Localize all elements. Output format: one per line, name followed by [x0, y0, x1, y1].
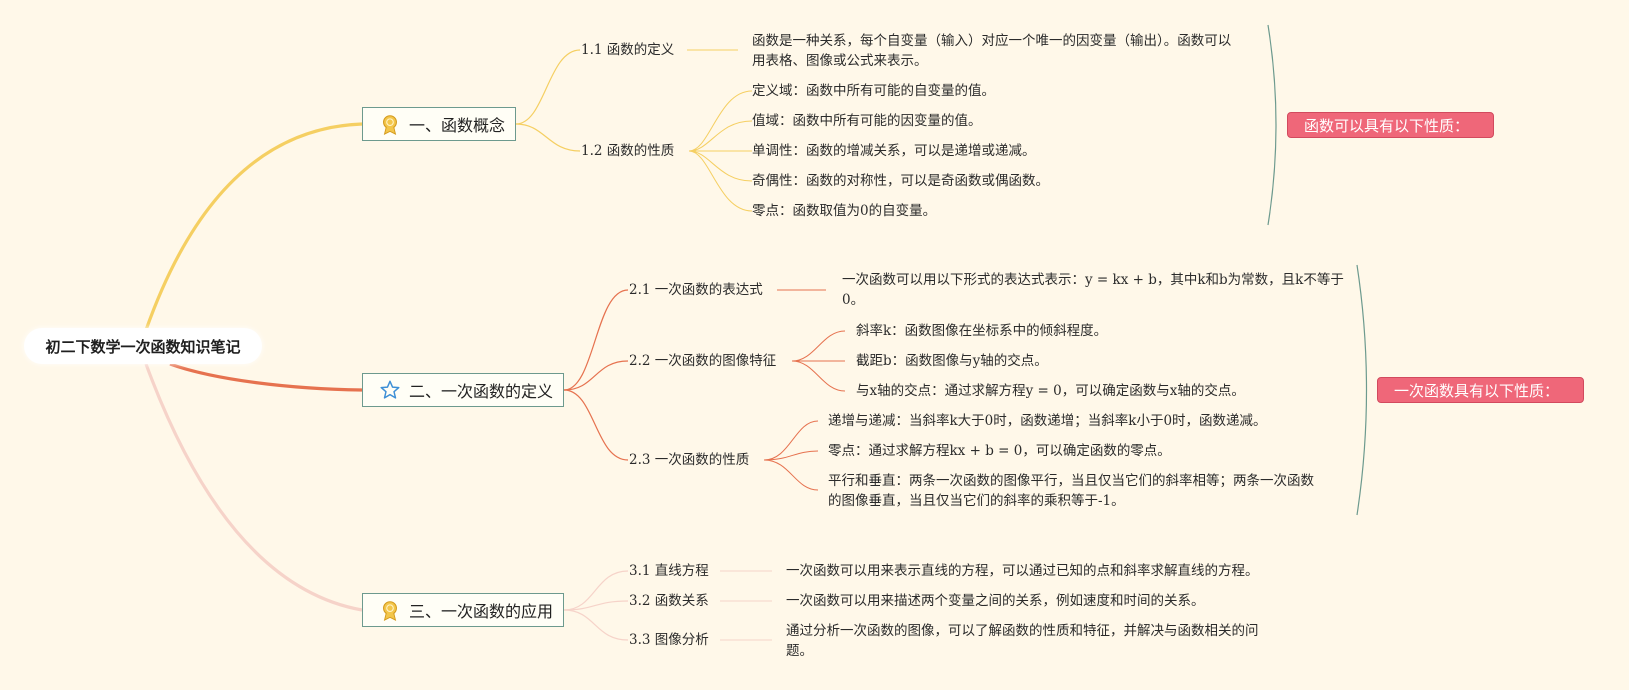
connector-b2-c3-notes	[763, 420, 819, 491]
note-2-1-1[interactable]: 一次函数可以用以下形式的表达式表示：y = kx + b，其中k和b为常数，且k…	[842, 272, 1344, 308]
subtopic-2-2[interactable]: 2.2 一次函数的图像特征	[629, 353, 777, 369]
branch-function-concept[interactable]: 一、函数概念	[362, 107, 516, 141]
note-3-1-1[interactable]: 一次函数可以用来表示直线的方程，可以通过已知的点和斜率求解直线的方程。	[786, 563, 1259, 579]
root-topic[interactable]: 初二下数学一次函数知识笔记	[24, 328, 262, 364]
connector-b1-c2	[515, 123, 581, 152]
connector-b2-c2-notes	[791, 330, 846, 392]
medal-icon	[379, 599, 401, 621]
subtopic-3-3[interactable]: 3.3 图像分析	[629, 632, 709, 648]
summary-linear-properties[interactable]: 一次函数具有以下性质：	[1377, 377, 1584, 403]
connector-b1-c2-notes	[688, 90, 753, 212]
subtopic-1-1[interactable]: 1.1 函数的定义	[581, 42, 675, 58]
connector-root-branch1	[144, 122, 363, 331]
subtopic-2-3[interactable]: 2.3 一次函数的性质	[629, 452, 750, 468]
note-2-3-2[interactable]: 零点：通过求解方程kx + b = 0，可以确定函数的零点。	[828, 443, 1171, 459]
subtopic-3-1[interactable]: 3.1 直线方程	[629, 563, 709, 579]
subtopic-2-1[interactable]: 2.1 一次函数的表达式	[629, 282, 763, 298]
connector-b2-c2	[563, 360, 629, 391]
summary-bracket-2	[1356, 264, 1368, 516]
note-2-2-1[interactable]: 斜率k：函数图像在坐标系中的倾斜程度。	[856, 323, 1108, 339]
note-2-2-3[interactable]: 与x轴的交点：通过求解方程y = 0，可以确定函数与x轴的交点。	[856, 383, 1245, 399]
summary-function-properties[interactable]: 函数可以具有以下性质：	[1287, 112, 1494, 138]
subtopic-1-2[interactable]: 1.2 函数的性质	[581, 143, 675, 159]
connector-b2-c3	[563, 389, 629, 461]
note-1-2-5[interactable]: 零点：函数取值为0的自变量。	[752, 203, 937, 219]
note-2-3-1[interactable]: 递增与递减：当斜率k大于0时，函数递增；当斜率k小于0时，函数递减。	[828, 413, 1267, 429]
note-2-3-3[interactable]: 平行和垂直：两条一次函数的图像平行，当且仅当它们的斜率相等；两条一次函数的图像垂…	[828, 473, 1314, 509]
branch-label: 三、一次函数的应用	[409, 602, 554, 621]
branch-linear-application[interactable]: 三、一次函数的应用	[362, 593, 564, 627]
connector-b3-c1	[563, 570, 629, 611]
connector-root-branch3	[144, 363, 363, 612]
connector-b2-c1	[563, 289, 629, 391]
connector-b3-c2	[563, 600, 629, 611]
medal-icon	[379, 113, 401, 135]
connector-root-branch2	[169, 362, 363, 392]
note-3-3-1[interactable]: 通过分析一次函数的图像，可以了解函数的性质和特征，并解决与函数相关的问题。	[786, 623, 1259, 659]
note-1-1-1[interactable]: 函数是一种关系，每个自变量（输入）对应一个唯一的因变量（输出）。函数可以用表格、…	[752, 33, 1232, 69]
connector-b1-c1	[515, 49, 581, 125]
note-1-2-4[interactable]: 奇偶性：函数的对称性，可以是奇函数或偶函数。	[752, 173, 1049, 189]
branch-label: 二、一次函数的定义	[409, 382, 554, 401]
note-2-2-2[interactable]: 截距b：函数图像与y轴的交点。	[856, 353, 1048, 369]
subtopic-3-2[interactable]: 3.2 函数关系	[629, 593, 709, 609]
star-icon	[379, 379, 401, 401]
summary-bracket-1	[1267, 24, 1277, 226]
connector-b3-c3	[563, 609, 629, 641]
note-1-2-1[interactable]: 定义域：函数中所有可能的自变量的值。	[752, 83, 995, 99]
branch-linear-definition[interactable]: 二、一次函数的定义	[362, 373, 564, 407]
note-3-2-1[interactable]: 一次函数可以用来描述两个变量之间的关系，例如速度和时间的关系。	[786, 593, 1205, 609]
branch-label: 一、函数概念	[409, 116, 506, 135]
note-1-2-3[interactable]: 单调性：函数的增减关系，可以是递增或递减。	[752, 143, 1036, 159]
note-1-2-2[interactable]: 值域：函数中所有可能的因变量的值。	[752, 113, 982, 129]
